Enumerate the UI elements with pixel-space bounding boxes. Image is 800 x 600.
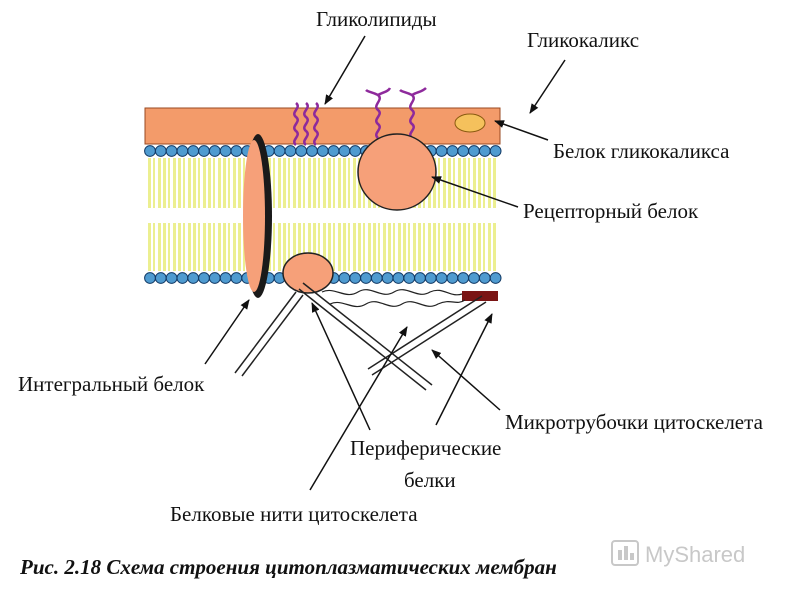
- label-glycolipids: Гликолипиды: [316, 7, 437, 31]
- arrow-microtubules-1: [431, 349, 501, 411]
- microtubules: [234, 282, 487, 391]
- arrow-integral-protein: [204, 299, 250, 365]
- cytoskeleton-filaments: [321, 289, 466, 308]
- arrow-microtubules-2: [435, 313, 493, 426]
- arrow-receptor-protein: [431, 176, 519, 208]
- lipid-bilayer-tails: [148, 158, 496, 271]
- integral-protein-core: [243, 140, 265, 292]
- arrow-glycocalyx-protein: [494, 120, 549, 141]
- label-integral-protein: Интегральный белок: [18, 372, 205, 396]
- label-cytoskeleton-filaments: Белковые нити цитоскелета: [170, 502, 418, 526]
- label-microtubules: Микротрубочки цитоскелета: [505, 410, 764, 434]
- label-peripheral-proteins-1: Периферические: [350, 436, 501, 460]
- receptor-protein: [357, 133, 437, 211]
- arrow-cytoskeleton-filaments: [309, 326, 408, 491]
- label-glycocalyx: Гликокаликс: [527, 28, 639, 52]
- figure-caption: Рис. 2.18 Схема строения цитоплазматичес…: [19, 555, 557, 579]
- glycocalyx-layer: [144, 107, 501, 145]
- peripheral-protein: [282, 252, 334, 294]
- watermark-text: MyShared: [645, 542, 745, 567]
- label-glycocalyx-protein: Белок гликокаликса: [553, 139, 730, 163]
- lipid-heads-top: [144, 145, 502, 157]
- arrows: [204, 35, 566, 491]
- arrow-glycolipids: [324, 35, 366, 105]
- glycolipid-chains: [293, 87, 427, 146]
- label-receptor-protein: Рецепторный белок: [523, 199, 699, 223]
- peripheral-bar-protein: [462, 291, 498, 301]
- arrow-peripheral-proteins: [311, 302, 371, 431]
- watermark: MyShared: [611, 540, 745, 567]
- glycocalyx-protein: [454, 113, 486, 133]
- arrow-glycocalyx: [529, 59, 566, 114]
- label-peripheral-proteins-2: белки: [404, 468, 456, 492]
- watermark-logo-icon: [611, 540, 639, 566]
